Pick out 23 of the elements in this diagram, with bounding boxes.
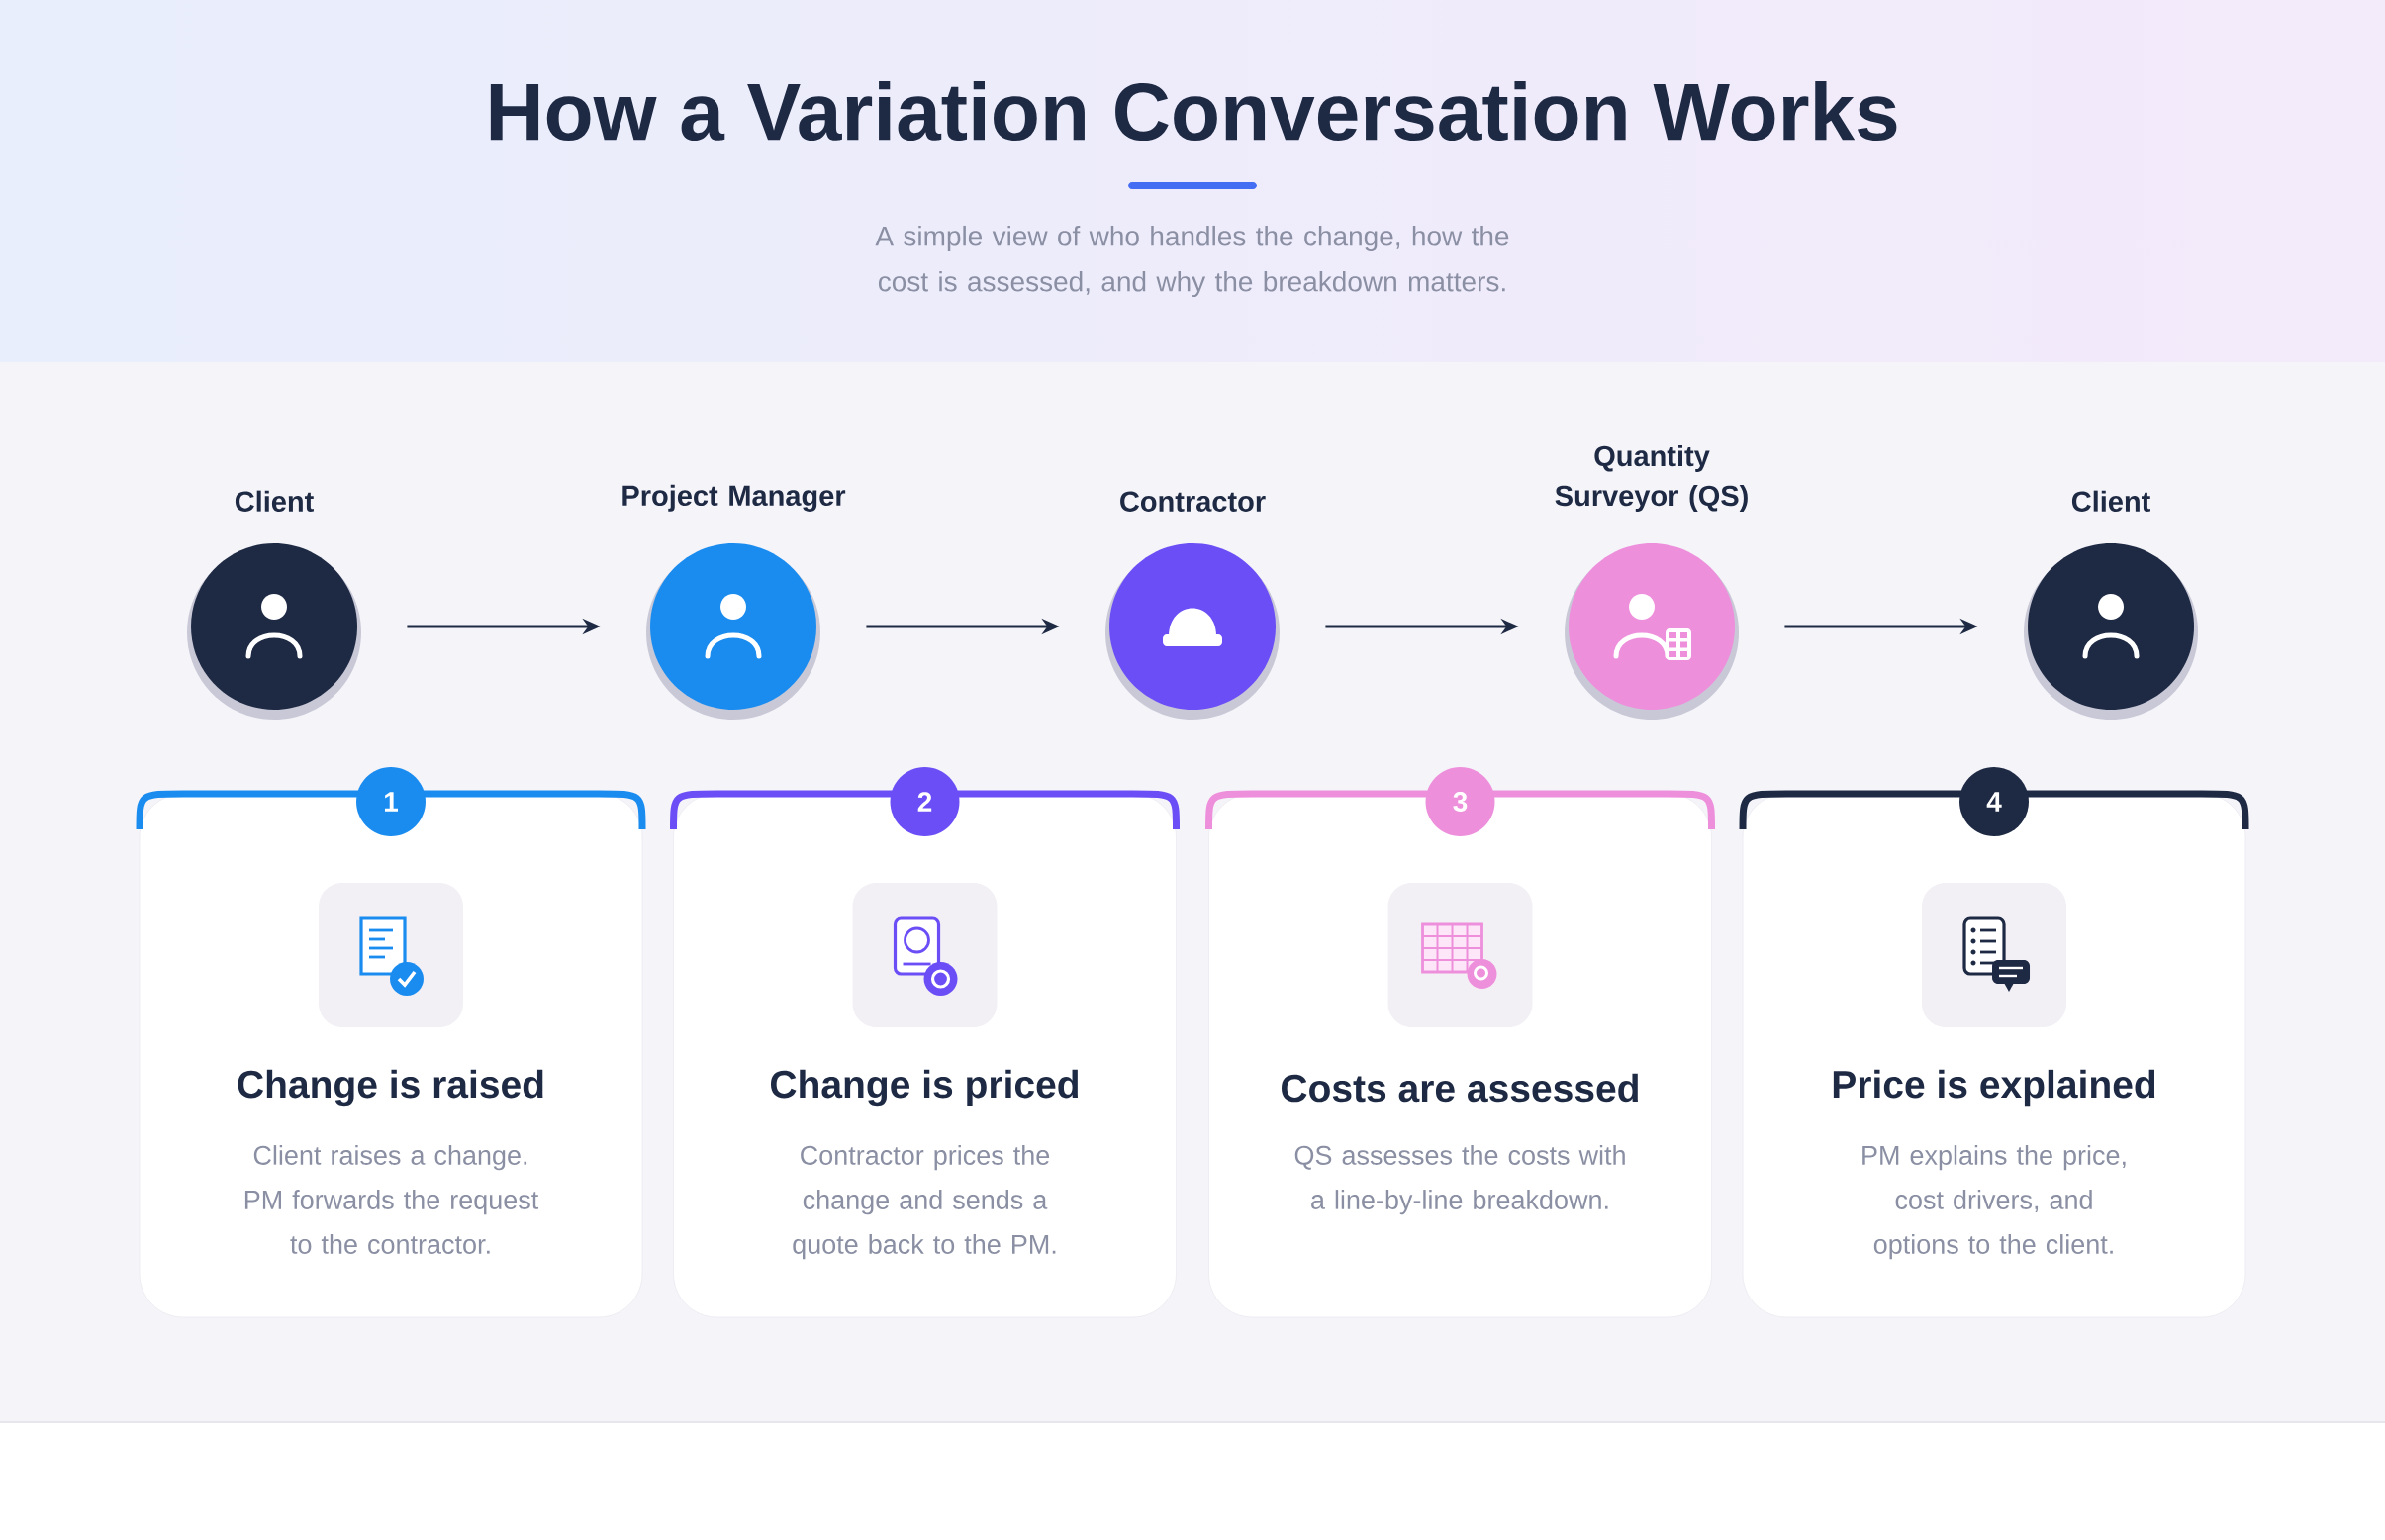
step-card — [136, 790, 646, 1318]
card-description: PM explains the price, cost drivers, and options to the client. — [1862, 1145, 2126, 1260]
card-heading: Costs are assessed — [1282, 1073, 1638, 1103]
node-label: Quantity Surveyor (QS) — [1555, 444, 1748, 512]
card-heading: Change is priced — [771, 1069, 1078, 1107]
title: How a Variation Conversation Works — [490, 80, 1897, 142]
card-description: Client raises a change. PM forwards the request to the contractor. — [244, 1145, 539, 1254]
subtitle: A simple view of who handles the change, how the cost is assessed, and why the breakdown matters. — [875, 225, 1509, 298]
step-card — [670, 790, 1180, 1318]
card-heading: Change is raised — [238, 1069, 543, 1107]
node-label: Client — [235, 490, 314, 512]
step-badge: 1 — [356, 767, 426, 836]
step-card — [1205, 790, 1715, 1318]
step-badge: 4 — [1959, 767, 2029, 836]
node-label: Client — [2071, 490, 2150, 512]
card-heading: Price is explained — [1833, 1069, 2155, 1107]
step-card — [1739, 790, 2249, 1318]
card-description: QS assesses the costs with a line-by-line breakdown. — [1294, 1145, 1625, 1215]
card-description: Contractor prices the change and sends a quote back to the PM. — [793, 1145, 1056, 1260]
step-badge: 2 — [890, 767, 960, 836]
node-label: Project Manager — [622, 484, 846, 512]
step-badge: 3 — [1425, 767, 1495, 836]
node-label: Contractor — [1120, 491, 1266, 512]
